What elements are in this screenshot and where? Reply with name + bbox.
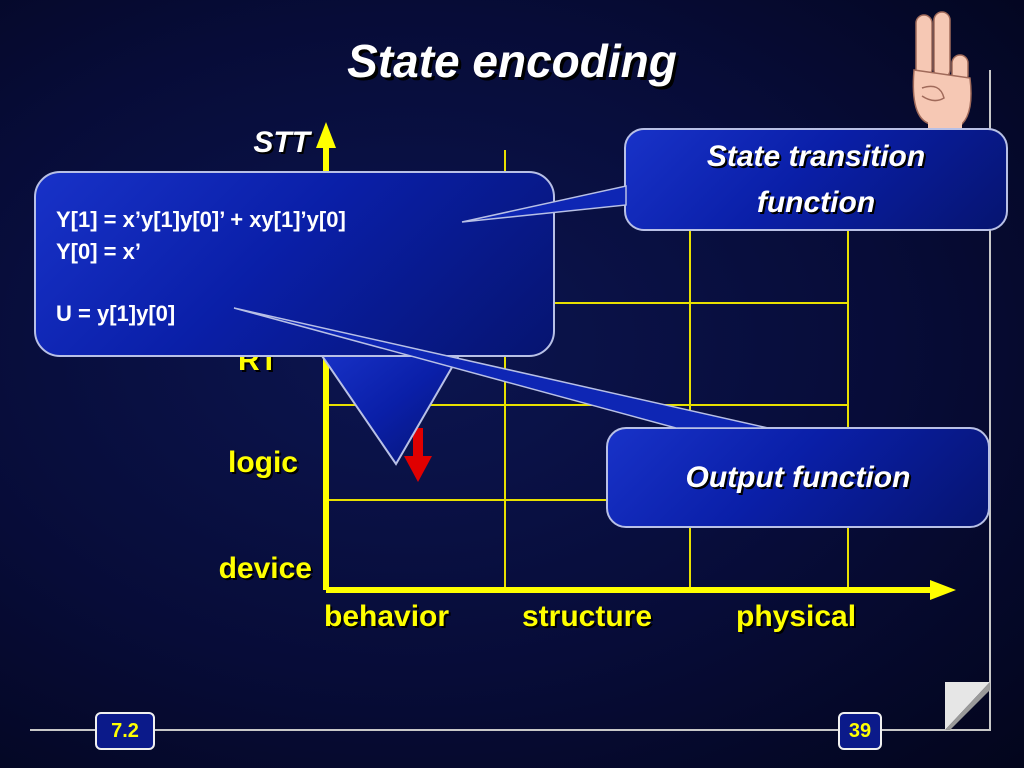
hand-three-fingers-icon <box>912 11 972 132</box>
x-label-structure: structure <box>522 600 653 633</box>
state-transition-callout: State transition function <box>624 128 1008 231</box>
equation-callout: Y[1] = x’y[1]y[0]’ + xy[1]’y[0] Y[0] = x… <box>34 171 555 357</box>
slide-title: State encoding <box>347 35 677 87</box>
page-number-badge: 39 <box>838 712 882 750</box>
x-label-physical: physical <box>736 600 857 633</box>
down-arrow-icon <box>404 428 432 482</box>
section-number-badge: 7.2 <box>95 712 155 750</box>
state-transition-pointer <box>461 185 627 223</box>
y-label-device: device <box>218 552 312 585</box>
state-transition-label-line2: function <box>756 186 876 219</box>
x-label-behavior: behavior <box>324 600 450 633</box>
page-curl-icon <box>945 682 990 730</box>
y-label-logic: logic <box>227 446 298 479</box>
y-label-stt: STT <box>253 126 310 159</box>
state-transition-label-line1: State transition <box>706 140 926 173</box>
equation-line-2: Y[0] = x’ <box>56 239 141 264</box>
x-axis <box>326 580 956 600</box>
output-function-label: Output function <box>685 461 911 494</box>
output-function-pointer <box>233 307 769 429</box>
equation-line-1: Y[1] = x’y[1]y[0]’ + xy[1]’y[0] <box>56 207 346 232</box>
equation-line-3: U = y[1]y[0] <box>56 301 176 326</box>
page-frame-line <box>30 70 991 731</box>
output-function-callout: Output function <box>606 427 990 528</box>
